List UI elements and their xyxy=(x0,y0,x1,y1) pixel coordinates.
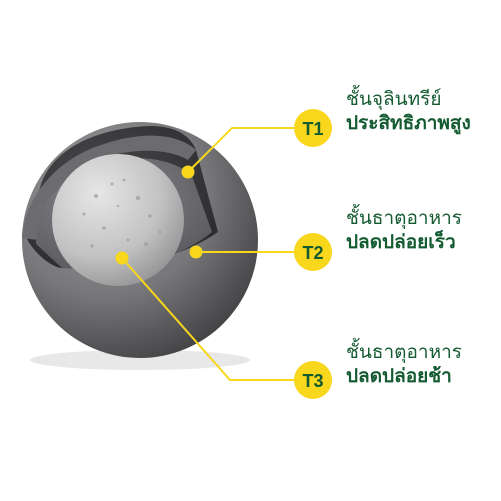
badge-circle xyxy=(294,233,332,271)
badge-text-t1: T1 xyxy=(302,119,323,139)
marker-dot-t3 xyxy=(115,251,129,265)
inner-core xyxy=(52,154,184,286)
layer-label-t1: ชั้นจุลินทรีย์ ประสิทธิภาพสูง xyxy=(346,88,501,136)
granule xyxy=(22,122,258,370)
marker-dot-t1 xyxy=(181,165,195,179)
layer-label-t3: ชั้นธาตุอาหาร ปลดปล่อยช้า xyxy=(346,341,501,389)
badge-t3: T3 xyxy=(294,361,332,399)
badge-text-t2: T2 xyxy=(302,243,323,263)
core-texture xyxy=(82,178,162,248)
layer-title-t1: ชั้นจุลินทรีย์ xyxy=(346,88,442,110)
marker-dot-t2 xyxy=(189,245,203,259)
badge-text-t3: T3 xyxy=(302,371,323,391)
marker-dots xyxy=(115,165,203,265)
layer-title-t2: ชั้นธาตุอาหาร xyxy=(346,207,462,229)
badge-circle xyxy=(294,361,332,399)
leader-lines xyxy=(121,127,294,381)
leader-line-t1 xyxy=(187,127,294,173)
badge-t2: T2 xyxy=(294,233,332,271)
layer-title-t3: ชั้นธาตุอาหาร xyxy=(346,341,462,363)
layer-subtitle-t2: ปลดปล่อยเร็ว xyxy=(346,230,456,253)
badge-t1: T1 xyxy=(294,109,332,147)
outer-rim xyxy=(22,135,196,240)
layer-label-t2: ชั้นธาตุอาหาร ปลดปล่อยเร็ว xyxy=(346,207,501,255)
layer-subtitle-t3: ปลดปล่อยช้า xyxy=(346,364,452,387)
granule-shadow xyxy=(30,350,250,370)
badge-circle xyxy=(294,109,332,147)
layer-subtitle-t1: ประสิทธิภาพสูง xyxy=(346,111,471,134)
leader-line-t3 xyxy=(121,257,294,381)
